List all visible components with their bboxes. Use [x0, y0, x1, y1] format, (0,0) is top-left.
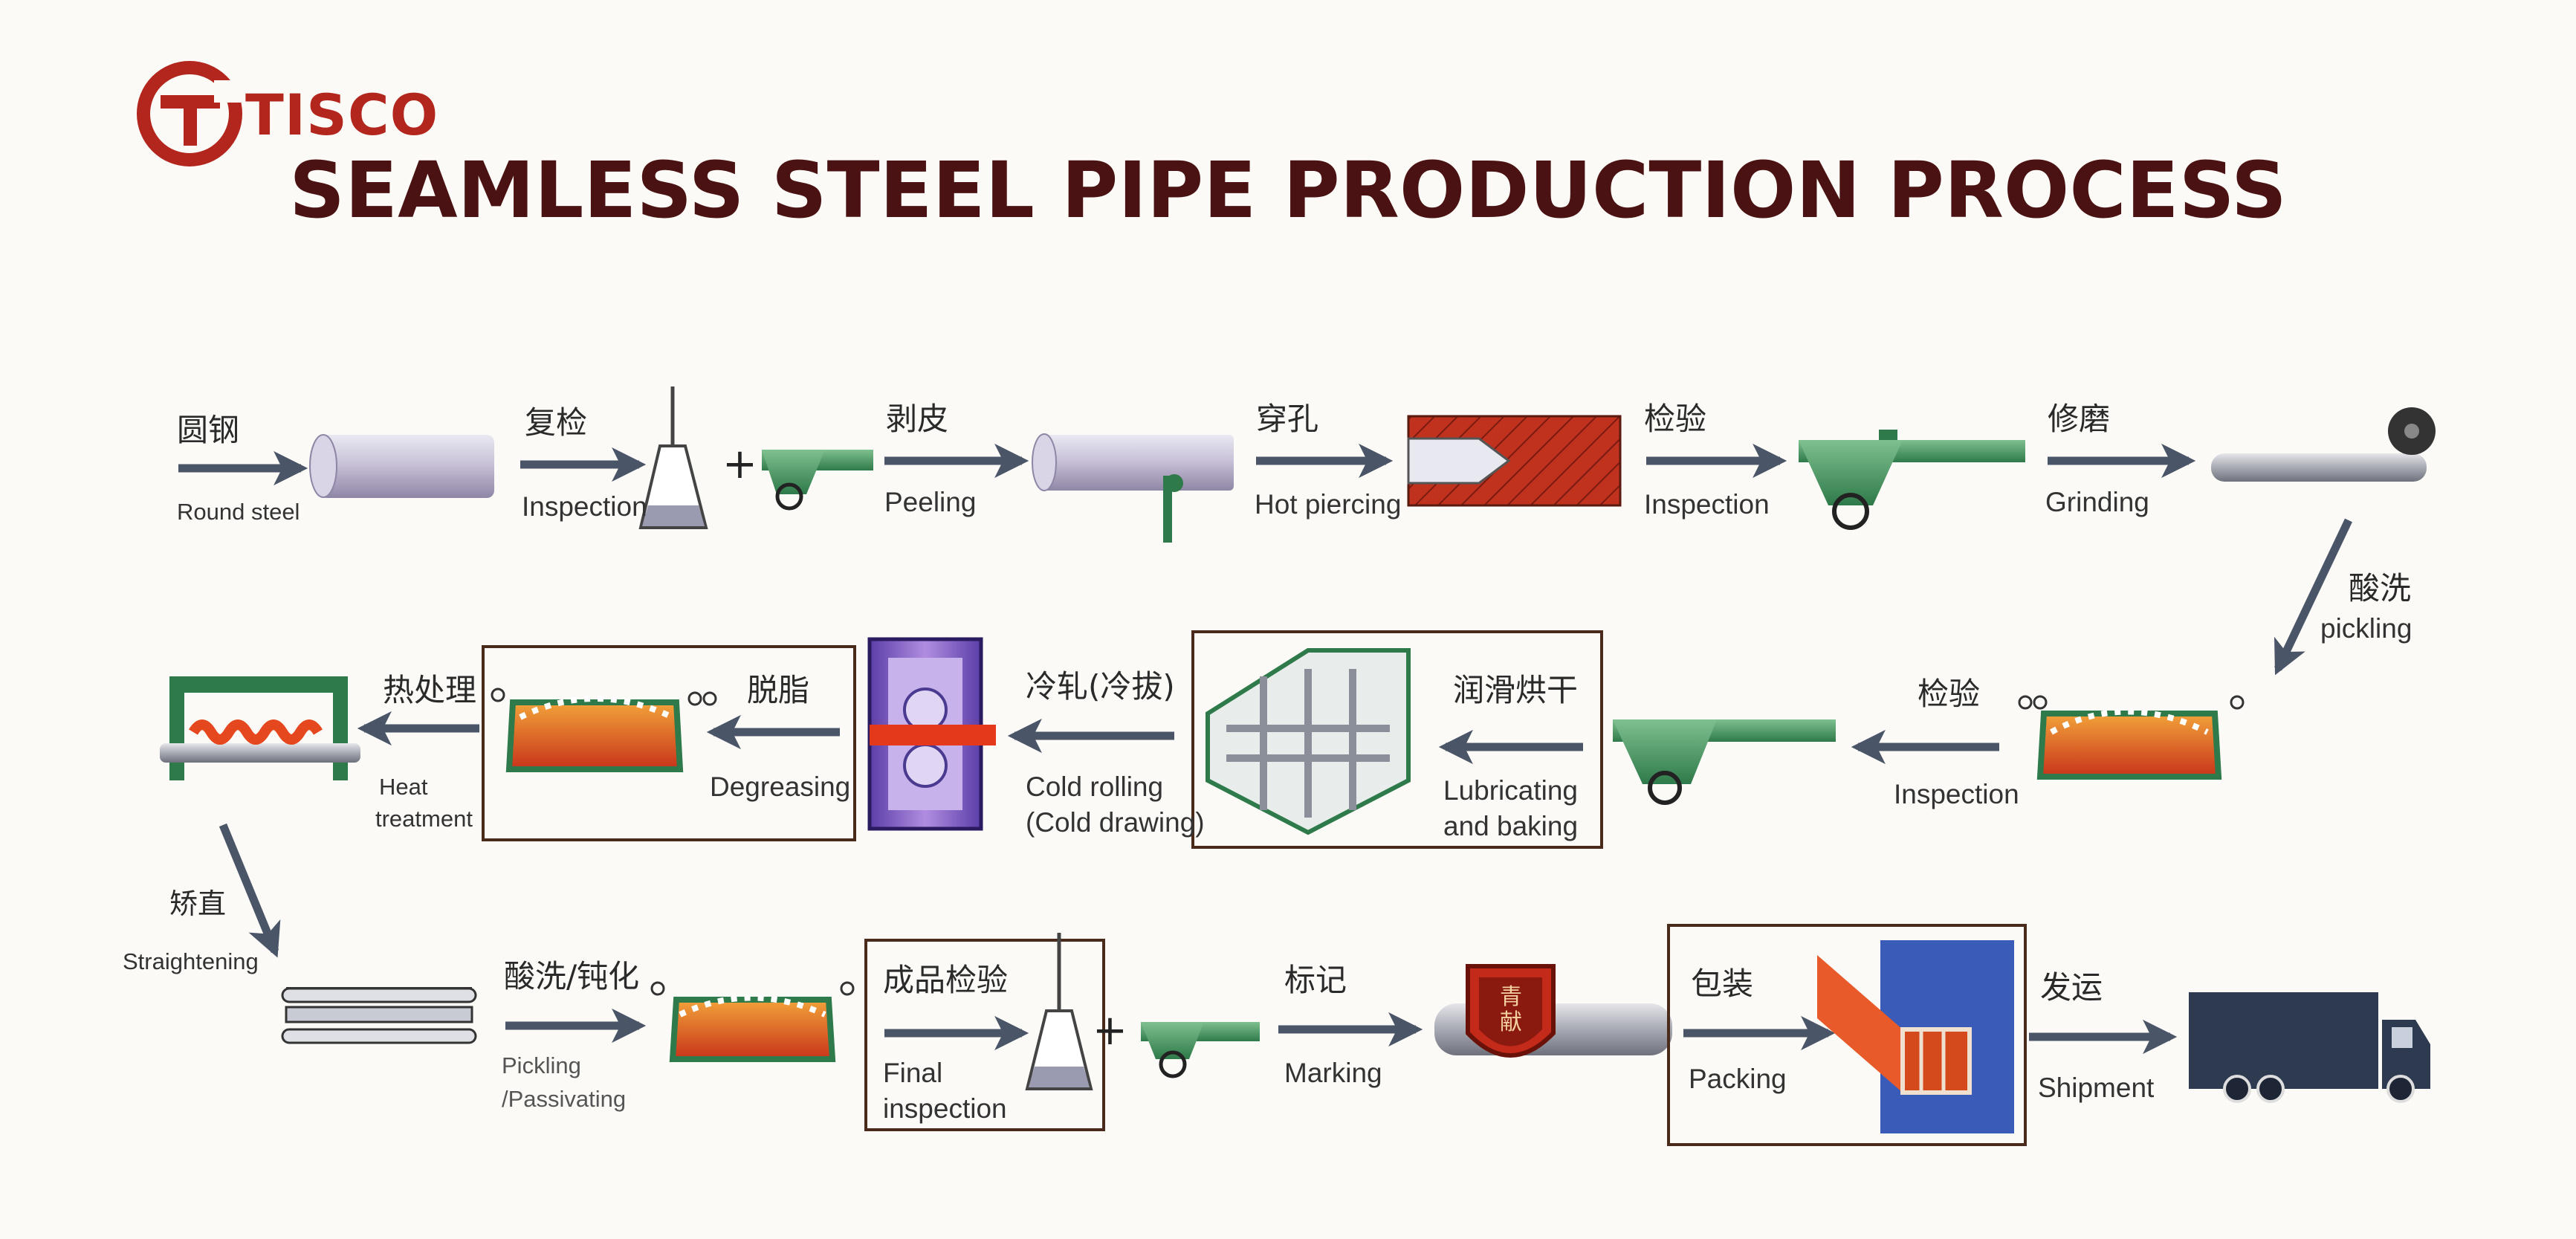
degreasing-tank-icon	[491, 688, 717, 772]
step-cold-rolling-en: Cold rolling	[1026, 771, 1164, 802]
step-round-steel-cn: 圆钢	[177, 412, 240, 448]
straightening-rolls-icon	[281, 987, 477, 1044]
peeling-pipe-icon	[1032, 433, 1234, 543]
step-peeling-cn: 剥皮	[886, 401, 949, 437]
logo-ring-icon	[137, 61, 242, 166]
arrow-straightening-down	[219, 823, 281, 958]
step-shipment-cn: 发运	[2040, 969, 2103, 1006]
arrow-pickling-down	[2274, 518, 2352, 676]
heat-treatment-furnace-icon	[160, 676, 360, 780]
step-inspection-1-en: Inspection	[522, 491, 647, 522]
step-round-steel-en: Round steel	[177, 499, 300, 525]
step-grinding-en: Grinding	[2045, 487, 2149, 517]
lubricating-rack-icon	[1206, 648, 1411, 835]
shield-stamp-text: 青献	[1500, 984, 1522, 1035]
step-degreasing-cn: 脱脂	[747, 672, 810, 708]
step-inspection-3-en: Inspection	[1894, 779, 2019, 809]
inspection-flask-icon	[638, 386, 708, 529]
step-marking-cn: 标记	[1284, 962, 1347, 998]
ultrasonic-tester-icon-2	[1799, 430, 2025, 530]
step-marking-en: Marking	[1284, 1058, 1382, 1088]
final-inspection-flask-icon	[1025, 933, 1093, 1090]
step-cold-rolling-en2: (Cold drawing)	[1026, 807, 1205, 838]
step-heat-treatment-en2: treatment	[375, 806, 473, 832]
step-inspection-1-cn: 复检	[525, 404, 588, 441]
page-title: SEAMLESS STEEL PIPE PRODUCTION PROCESS	[289, 145, 2287, 236]
step-cold-rolling-cn: 冷轧(冷拔)	[1026, 668, 1175, 705]
step-pickling-cn: 酸洗	[2349, 570, 2412, 606]
step-straightening-cn: 矫直	[169, 887, 227, 920]
step-inspection-2-en: Inspection	[1644, 489, 1770, 520]
ultrasonic-tester-icon-3	[1613, 719, 1836, 805]
step-pickling-passivating-en: Pickling	[502, 1052, 581, 1078]
step-final-inspection-cn: 成品检验	[883, 962, 1009, 998]
pickling-tank-icon	[2018, 695, 2245, 780]
final-inspection-frame	[864, 939, 1105, 1131]
marking-pipe-icon	[1434, 964, 1672, 1058]
round-steel-billet-icon	[309, 434, 494, 498]
step-pickling-passivating-cn: 酸洗/钝化	[504, 958, 640, 994]
step-lubricating-en2: and baking	[1443, 811, 1579, 841]
row1-arrows	[178, 443, 2352, 676]
ultrasonic-tester-icon-4	[1141, 1022, 1260, 1078]
step-final-inspection-en: Final	[883, 1058, 943, 1088]
plus-sign-1: +	[722, 440, 757, 488]
step-shipment-en: Shipment	[2038, 1073, 2155, 1103]
step-hot-piercing-en: Hot piercing	[1255, 489, 1402, 520]
step-straightening-en: Straightening	[123, 948, 259, 974]
step-pickling-en: pickling	[2320, 613, 2412, 644]
brand-name: TISCO	[245, 82, 439, 148]
cold-rolling-mill-icon	[867, 637, 996, 831]
step-inspection-3-cn: 检验	[1918, 676, 1981, 712]
step-heat-treatment-cn: 热处理	[383, 672, 477, 708]
step-pickling-passivating-en2: /Passivating	[502, 1086, 627, 1112]
step-lubricating-cn: 润滑烘干	[1453, 672, 1579, 708]
step-inspection-2-cn: 检验	[1644, 401, 1707, 437]
row2-arrows	[219, 711, 1999, 958]
packing-bundle-icon	[1817, 940, 2014, 1133]
pickling-passivating-tank-icon	[650, 981, 855, 1062]
step-final-inspection-en2: inspection	[883, 1093, 1007, 1124]
grinding-wheel-icon	[2211, 407, 2436, 482]
step-grinding-cn: 修磨	[2048, 401, 2111, 437]
ultrasonic-tester-icon	[762, 450, 873, 511]
step-peeling-en: Peeling	[884, 487, 977, 517]
step-heat-treatment-en: Heat	[379, 774, 428, 800]
lubricating-frame	[1191, 630, 1603, 849]
degreasing-frame	[482, 645, 856, 841]
step-packing-cn: 包装	[1691, 965, 1754, 1002]
step-packing-en: Packing	[1689, 1064, 1787, 1094]
row3-arrows	[505, 1008, 2178, 1055]
step-hot-piercing-cn: 穿孔	[1256, 401, 1319, 437]
hot-piercing-icon	[1407, 415, 1622, 507]
delivery-truck-icon	[2189, 992, 2430, 1103]
step-degreasing-en: Degreasing	[710, 771, 851, 802]
plus-sign-2: +	[1093, 1006, 1127, 1055]
packing-frame	[1667, 924, 2027, 1146]
tisco-logo	[137, 61, 242, 166]
step-lubricating-en: Lubricating	[1443, 775, 1579, 806]
